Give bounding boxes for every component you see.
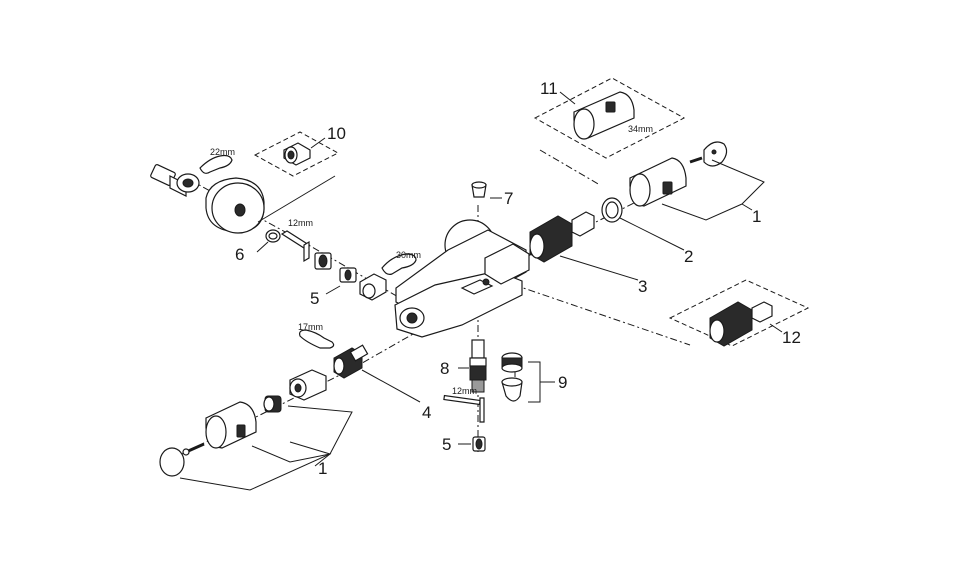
thermostat-cartridge-12 (709, 301, 773, 347)
adapter-bottom (263, 395, 282, 413)
seal-washer-6 (265, 229, 281, 243)
screw (182, 442, 205, 456)
reducer-5-left (339, 267, 357, 283)
callout-box-12: 12 (668, 279, 810, 347)
dimension-30mm: 30mm (396, 250, 421, 260)
callout-box-11: 34mm 11 (533, 77, 686, 159)
callout-label-1-bottom: 1 (318, 459, 327, 478)
wrench-17-icon: 17mm (298, 322, 335, 349)
callout-label-10: 10 (327, 124, 346, 143)
dimension-34mm: 34mm (628, 124, 653, 134)
temperature-handle-top (629, 157, 687, 207)
connection-nipple (314, 252, 332, 270)
thermostat-cartridge-3 (529, 211, 595, 263)
hex-key-12-top-icon: 12mm (280, 218, 313, 263)
callout-label-12: 12 (782, 328, 801, 347)
stop-plate-top (703, 141, 728, 167)
callout-label-2: 2 (684, 247, 693, 266)
callout-label-6: 6 (235, 245, 244, 264)
reducer-5-bottom (472, 436, 486, 452)
temperature-handle (205, 401, 257, 449)
stop-ring (289, 369, 327, 401)
wrench-30-icon: 30mm (381, 250, 421, 275)
callout-label-5-left: 5 (310, 289, 319, 308)
aerator-9 (501, 352, 523, 373)
dimension-12mm-top: 12mm (288, 218, 313, 228)
dimension-22mm: 22mm (210, 147, 235, 157)
hex-key-12-bottom-icon: 12mm (443, 386, 485, 423)
callout-label-11: 11 (540, 79, 558, 98)
part-1-top-bracket (661, 159, 765, 221)
dimension-12mm-bottom: 12mm (452, 386, 477, 396)
handle-11 (573, 91, 635, 140)
screw-top (689, 156, 703, 164)
callout-label-8: 8 (440, 359, 449, 378)
wall-elbow-left (150, 164, 200, 197)
wall-rosette (205, 177, 265, 234)
callout-label-7: 7 (504, 189, 513, 208)
wrench-22-icon: 22mm (199, 147, 235, 174)
callout-label-9: 9 (558, 373, 567, 392)
part-1-bottom-bracket (179, 405, 353, 491)
cap-7 (471, 181, 487, 198)
mixer-body (394, 219, 530, 338)
cover-cap (159, 447, 185, 477)
thermostat-cartridge-4 (333, 344, 369, 379)
callout-label-5-bottom: 5 (442, 435, 451, 454)
callout-box-10: 10 (253, 124, 346, 177)
diverter-cartridge-8 (469, 339, 487, 393)
adapter-ring-2 (601, 197, 623, 223)
union-nut (359, 273, 387, 301)
adapter-sleeve-10 (283, 142, 311, 166)
callout-label-3: 3 (638, 277, 647, 296)
aerator-housing-9 (501, 377, 523, 402)
callout-label-4: 4 (422, 403, 431, 422)
callout-label-1-top: 1 (752, 207, 761, 226)
dimension-17mm: 17mm (298, 322, 323, 332)
